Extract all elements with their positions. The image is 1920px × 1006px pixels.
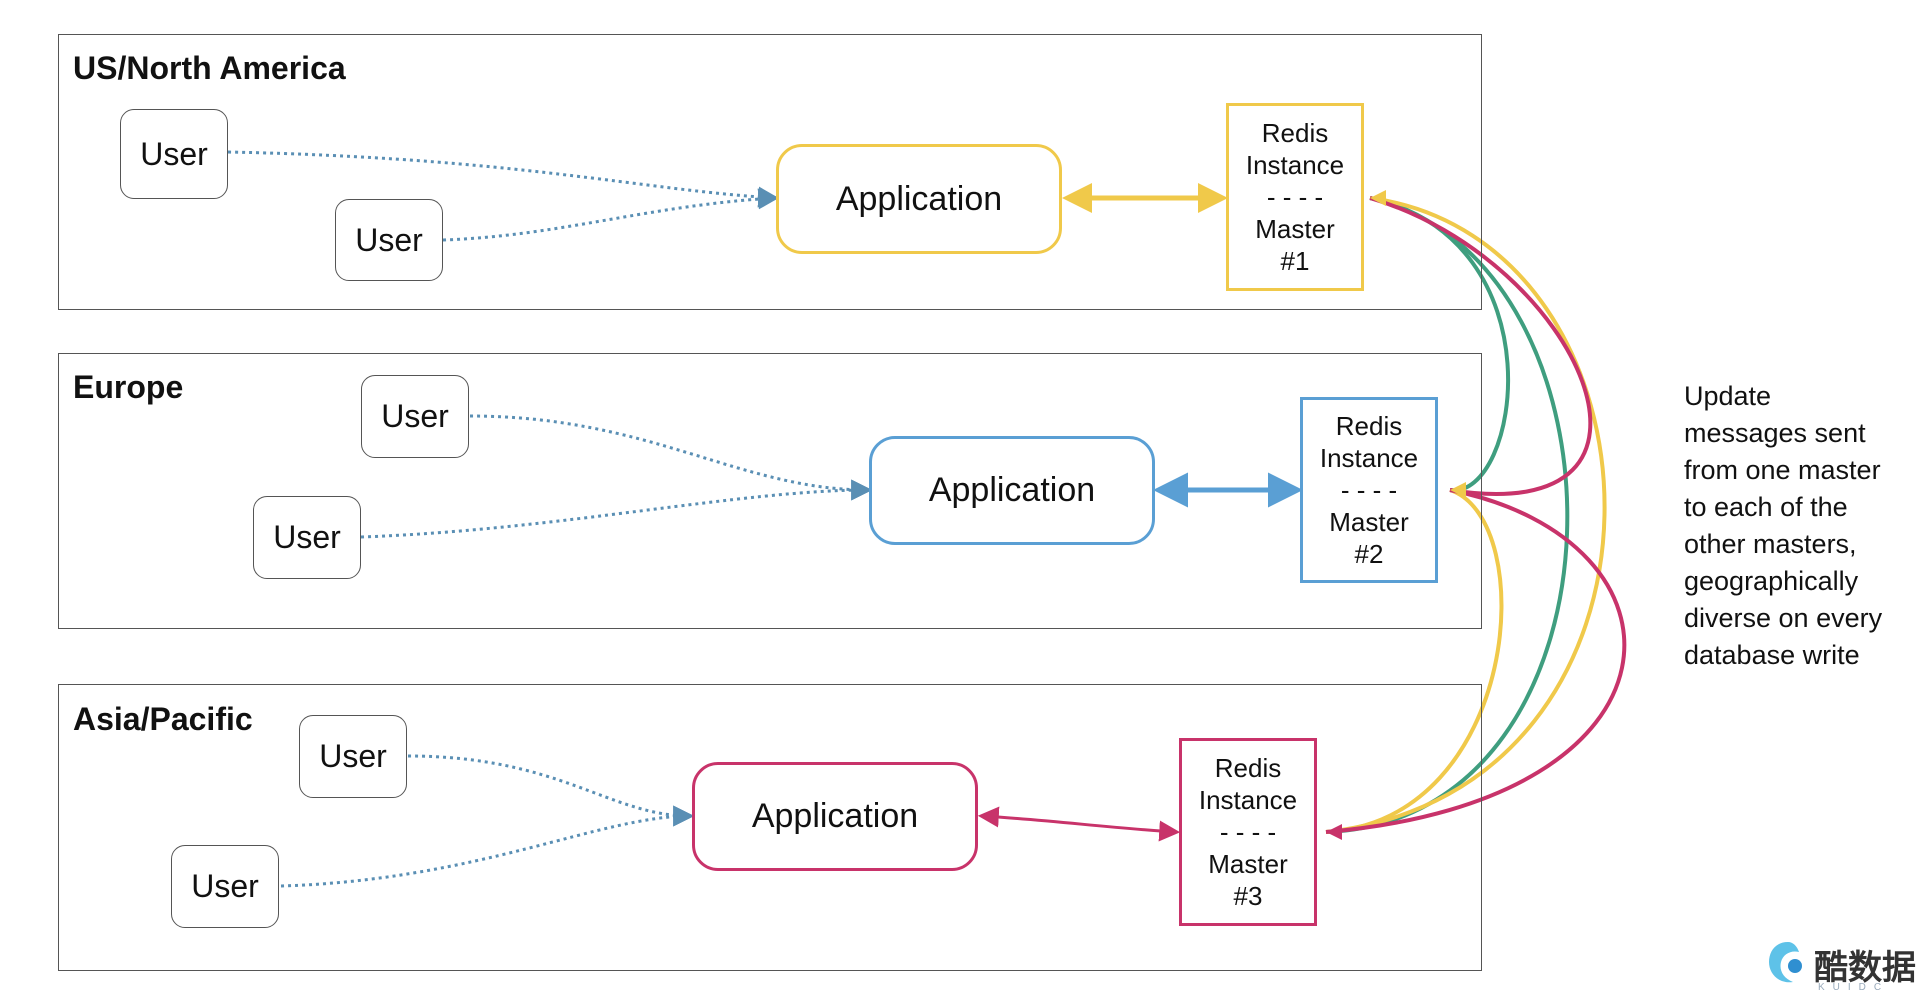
app-redis-link-asia — [977, 806, 1181, 842]
replication-arc-pink — [1325, 488, 1627, 834]
region-us — [58, 34, 1482, 310]
watermark-subtext: KUIDC — [1818, 982, 1890, 993]
replication-arc-pink — [1369, 196, 1593, 497]
note-line: messages sent — [1684, 418, 1866, 448]
redis-label: Redis — [1261, 118, 1329, 148]
note-line: other masters, — [1684, 529, 1857, 559]
redis-separator: - - - - — [1340, 475, 1398, 505]
redis-separator: - - - - — [1219, 817, 1277, 847]
user-link — [227, 150, 780, 208]
user-box: User — [299, 715, 407, 798]
redis-role: Master — [1208, 849, 1288, 879]
user-box: User — [120, 109, 228, 199]
user-box: User — [171, 845, 279, 928]
note-line: Update — [1684, 381, 1772, 411]
note-line: geographically — [1684, 566, 1859, 596]
user-link — [360, 479, 873, 539]
redis-label: Instance — [1319, 443, 1419, 473]
application-box-europe: Application — [869, 436, 1155, 545]
redis-role: Master — [1329, 507, 1409, 537]
user-box: User — [361, 375, 469, 458]
replication-arc-yellow — [1325, 196, 1607, 834]
region-title-europe: Europe — [73, 369, 184, 405]
user-box: User — [253, 496, 361, 579]
replication-arrowhead — [1370, 190, 1386, 206]
watermark-text: 酷数据 — [1814, 949, 1916, 987]
redis-master-1: Redis Instance - - - - Master #1 — [1226, 103, 1364, 291]
redis-label: Redis — [1214, 753, 1282, 783]
redis-master-3: Redis Instance - - - - Master #3 — [1179, 738, 1317, 926]
redis-label: Redis — [1335, 411, 1403, 441]
user-link — [442, 188, 780, 242]
application-box-us: Application — [776, 144, 1062, 254]
region-asia — [58, 684, 1482, 971]
redis-label: Instance — [1245, 150, 1345, 180]
watermark-logo-icon — [1769, 942, 1802, 983]
user-link — [407, 754, 695, 827]
redis-master-2: Redis Instance - - - - Master #2 — [1300, 397, 1438, 583]
note-line: to each of the — [1684, 492, 1848, 522]
region-europe — [58, 353, 1482, 629]
redis-role: Master — [1255, 214, 1335, 244]
application-box-asia: Application — [692, 762, 978, 871]
region-title-us: US/North America — [73, 50, 346, 86]
note-line: from one master — [1684, 455, 1881, 485]
redis-separator: - - - - — [1266, 182, 1324, 212]
note-line: database write — [1684, 640, 1860, 670]
replication-note: Update messages sent from one master to … — [1684, 378, 1882, 674]
replication-arrowhead — [1326, 824, 1342, 840]
redis-number: #2 — [1354, 539, 1384, 569]
user-box: User — [335, 199, 443, 281]
redis-label: Instance — [1198, 785, 1298, 815]
redis-number: #1 — [1280, 246, 1310, 276]
redis-number: #3 — [1233, 881, 1263, 911]
replication-arrowhead — [1450, 482, 1466, 498]
note-line: diverse on every — [1684, 603, 1883, 633]
region-title-asia: Asia/Pacific — [73, 701, 253, 737]
